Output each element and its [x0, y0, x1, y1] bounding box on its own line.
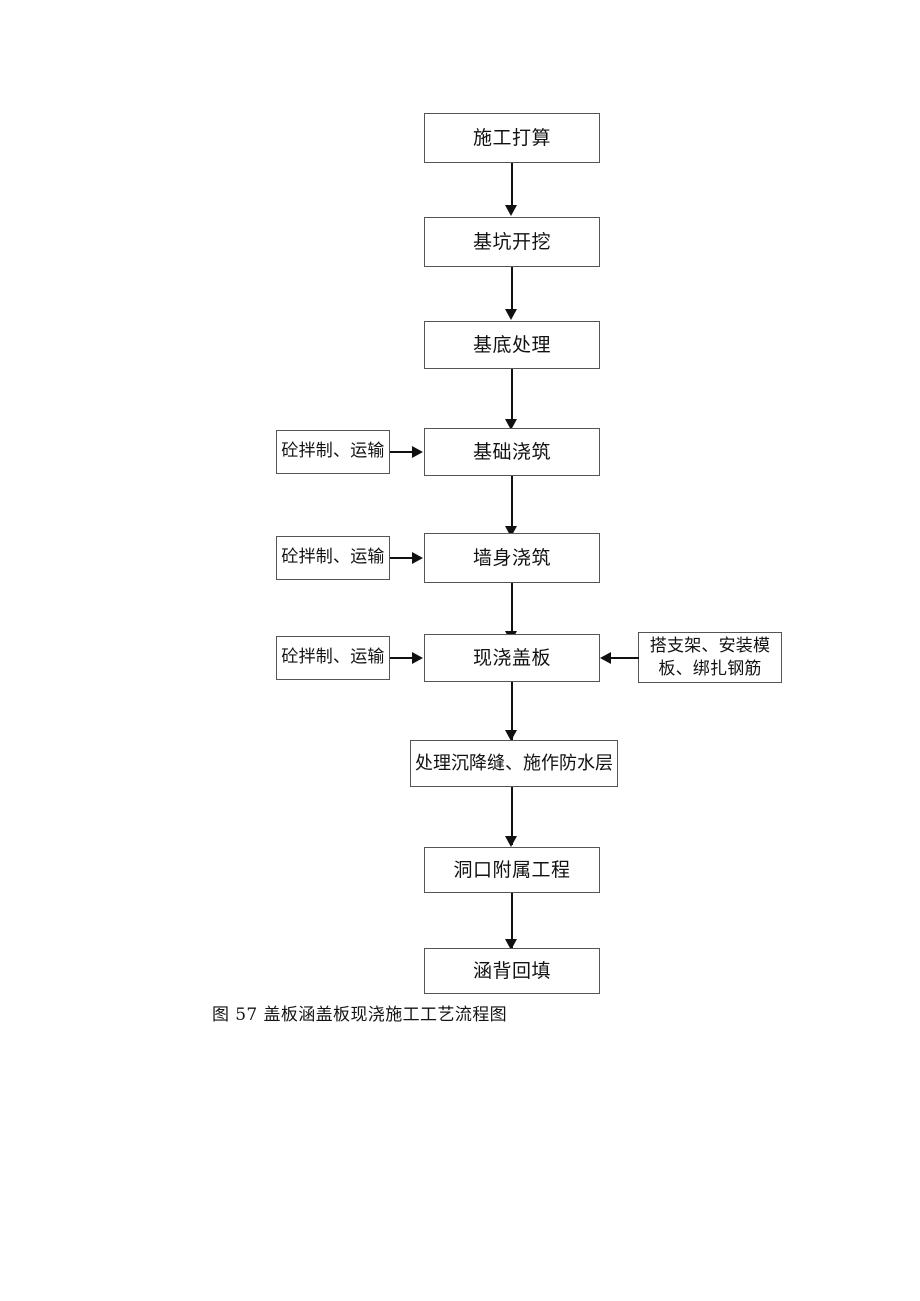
node-concrete-mixing-transport-1[interactable]: 砼拌制、运输 [276, 430, 390, 474]
connector-concrete3-to-slab [390, 657, 414, 659]
arrowhead-down-icon [505, 526, 517, 537]
arrowhead-down-icon [505, 730, 517, 741]
arrowhead-right-icon [412, 446, 423, 458]
node-concrete-mixing-transport-2[interactable]: 砼拌制、运输 [276, 536, 390, 580]
connector-base-to-foundation [511, 369, 513, 421]
arrowhead-down-icon [505, 419, 517, 430]
node-concrete-mixing-transport-3[interactable]: 砼拌制、运输 [276, 636, 390, 680]
node-base-treatment[interactable]: 基底处理 [424, 321, 600, 369]
connector-concrete2-to-wall [390, 557, 414, 559]
node-label: 涵背回填 [472, 959, 551, 982]
connector-joint-to-opening [511, 787, 513, 845]
node-label: 基础浇筑 [472, 440, 551, 463]
node-wall-body-pouring[interactable]: 墙身浇筑 [424, 533, 600, 583]
connector-excavation-to-base [511, 267, 513, 311]
node-label: 基底处理 [472, 333, 551, 356]
node-scaffold-formwork-rebar[interactable]: 搭支架、安装模 板、绑扎钢筋 [638, 632, 782, 683]
node-label-line2: 板、绑扎钢筋 [658, 658, 762, 679]
connector-wall-to-slab [511, 583, 513, 633]
connector-plan-to-excavation [511, 163, 513, 207]
node-label: 砼拌制、运输 [281, 441, 385, 462]
node-construction-plan[interactable]: 施工打算 [424, 113, 600, 163]
node-label-line1: 搭支架、安装模 [649, 636, 771, 657]
node-culvert-back-backfill[interactable]: 涵背回填 [424, 948, 600, 994]
node-opening-auxiliary-works[interactable]: 洞口附属工程 [424, 847, 600, 893]
node-settlement-joint-waterproof[interactable]: 处理沉降缝、施作防水层 [410, 740, 618, 787]
node-label: 施工打算 [472, 126, 551, 149]
arrowhead-right-icon [412, 652, 423, 664]
node-label: 墙身浇筑 [472, 546, 551, 569]
node-label: 砼拌制、运输 [281, 647, 385, 668]
node-label: 洞口附属工程 [453, 858, 571, 881]
node-label: 现浇盖板 [472, 646, 551, 669]
connector-scaffold-to-slab [611, 657, 639, 659]
connector-concrete1-to-foundation [390, 451, 414, 453]
figure-caption: 图 57 盖板涵盖板现浇施工工艺流程图 [212, 1005, 508, 1025]
arrowhead-down-icon [505, 205, 517, 216]
arrowhead-left-icon [600, 652, 611, 664]
node-label: 基坑开挖 [472, 230, 551, 253]
arrowhead-down-icon [505, 309, 517, 320]
arrowhead-down-icon [505, 939, 517, 950]
node-cast-in-place-slab[interactable]: 现浇盖板 [424, 634, 600, 682]
connector-foundation-to-wall [511, 476, 513, 528]
arrowhead-right-icon [412, 552, 423, 564]
node-label: 砼拌制、运输 [281, 547, 385, 568]
arrowhead-down-icon [505, 836, 517, 847]
node-foundation-pouring[interactable]: 基础浇筑 [424, 428, 600, 476]
node-foundation-pit-excavation[interactable]: 基坑开挖 [424, 217, 600, 267]
node-label: 处理沉降缝、施作防水层 [415, 752, 613, 774]
connector-slab-to-joint [511, 682, 513, 740]
connector-opening-to-backfill [511, 893, 513, 949]
